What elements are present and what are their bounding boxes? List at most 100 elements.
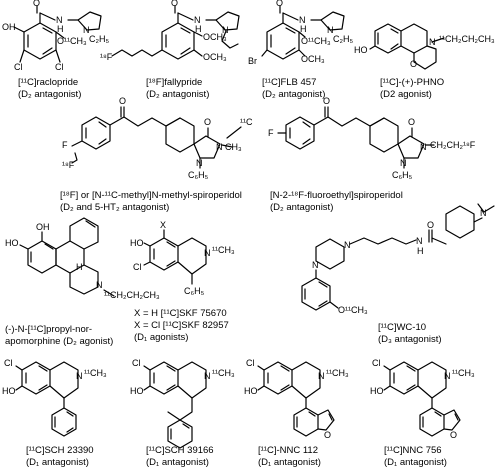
atom-label: N bbox=[196, 158, 203, 168]
atom-label: O bbox=[33, 0, 40, 8]
structure-wc-10 bbox=[301, 203, 495, 311]
atom-label: Cl bbox=[14, 62, 23, 72]
atom-label: ¹¹CH₃ bbox=[452, 368, 475, 378]
atom-label: ¹⁸F bbox=[62, 160, 75, 170]
atom-label: ¹¹C bbox=[240, 117, 253, 127]
compound-caption: X = Cl [¹¹C]SKF 82957 bbox=[134, 320, 229, 331]
compound-activity: apomorphine (D₂ agonist) bbox=[5, 336, 113, 347]
atom-label: C₂H₅ bbox=[333, 34, 353, 44]
atom-label: Cl bbox=[372, 358, 381, 368]
atom-label: H bbox=[417, 246, 424, 256]
compound-caption: [¹¹C]NNC 756 bbox=[384, 445, 442, 456]
atom-label: C₆H₅ bbox=[184, 286, 205, 296]
atom-label: OCH₃ bbox=[203, 52, 227, 62]
compound-fluoroethyl-spiroperidol: F O O N CH₂CH₂¹⁸F N C₆H₅ [N-2-¹⁸F-fluoro… bbox=[268, 96, 476, 213]
atom-label: N bbox=[444, 371, 451, 381]
structure-n-methyl-spiroperidol bbox=[71, 106, 242, 169]
structure-sch-23390 bbox=[15, 361, 79, 437]
compound-propylnorapomorphine: OH HO H N ¹¹CH₂CH₂CH₃ (-)-N-[¹¹C]propyl-… bbox=[5, 217, 160, 347]
structure-sch-39166 bbox=[143, 361, 207, 449]
atom-label: N bbox=[83, 25, 90, 35]
compound-caption: [¹⁸F]fallypride bbox=[146, 77, 202, 88]
structure-raclopride bbox=[13, 5, 102, 63]
atom-label: Cl bbox=[55, 62, 64, 72]
compound-sch-23390: Cl HO N ¹¹CH₃ [¹¹C]SCH 23390 (D₁ antagon… bbox=[2, 358, 107, 468]
compound-caption: [¹⁸F] or [N-¹¹C-methyl]N-methyl-spiroper… bbox=[60, 190, 242, 201]
atom-label: OCH₃ bbox=[301, 54, 325, 64]
atom-label: HO bbox=[370, 386, 384, 396]
atom-label: N bbox=[344, 240, 351, 250]
compound-nnc-756: Cl HO N ¹¹CH₃ O [¹¹C]NNC 756 (D₁ antagon… bbox=[370, 358, 475, 468]
atom-label: HO bbox=[2, 386, 16, 396]
atom-label: O¹¹CH₃ bbox=[57, 36, 87, 46]
atom-label: C₆H₅ bbox=[188, 170, 209, 180]
compound-activity: (D₁ agonists) bbox=[134, 332, 188, 343]
atom-label: O bbox=[119, 96, 126, 106]
atom-label: C₆H₅ bbox=[392, 170, 413, 180]
compound-activity: (D₁ antagonist) bbox=[258, 457, 321, 468]
atom-label: N bbox=[216, 142, 223, 152]
atom-label: ¹¹CH₃ bbox=[212, 368, 235, 378]
atom-label: N bbox=[204, 371, 211, 381]
atom-label: F bbox=[268, 128, 274, 138]
compound-activity: (D₂ antagonist) bbox=[270, 202, 333, 213]
compound-activity: (D₁ antagonist) bbox=[26, 457, 89, 468]
atom-label: H bbox=[57, 24, 64, 34]
compound-caption: [¹¹C]raclopride bbox=[18, 77, 78, 88]
atom-label: HO bbox=[244, 386, 258, 396]
atom-label: F bbox=[62, 140, 68, 150]
atom-label: ¹⁸F bbox=[100, 52, 113, 62]
compound-activity: (D₂ antagonist) bbox=[262, 89, 325, 100]
atom-label: H bbox=[76, 262, 83, 272]
compound-activity: (D₃ antagonist) bbox=[378, 334, 442, 345]
atom-label: N bbox=[429, 37, 436, 47]
atom-label: Cl bbox=[133, 262, 142, 272]
atom-label: H bbox=[300, 24, 307, 34]
compound-n-methyl-spiroperidol: F ¹⁸F O O ¹¹C N CH₃ N C₆H₅ [¹⁸F] or [N-¹… bbox=[60, 96, 253, 213]
atom-label: ¹¹CH₃ bbox=[84, 368, 107, 378]
compound-fallypride: O N H N OCH₃ OCH₃ ¹⁸F [¹⁸F]fallypride (D… bbox=[100, 0, 240, 100]
compound-activity: (D₁ antagonist) bbox=[146, 457, 209, 468]
atom-label: N bbox=[416, 236, 423, 246]
atom-label: N bbox=[312, 260, 319, 270]
compound-caption: [¹¹C]WC-10 bbox=[378, 322, 426, 333]
atom-label: Cl bbox=[132, 358, 141, 368]
atom-label: N bbox=[96, 280, 103, 290]
structure-fallypride bbox=[111, 5, 240, 60]
atom-label: ¹¹CH₃ bbox=[326, 368, 349, 378]
atom-label: HO bbox=[130, 386, 144, 396]
atom-label: N bbox=[76, 371, 83, 381]
compound-sch-39166: Cl HO N ¹¹CH₃ [¹¹C]SCH 39166 (D₁ antagon… bbox=[130, 358, 235, 468]
structure-fluoroethyl-spiroperidol bbox=[277, 106, 435, 169]
atom-label: CH₃ bbox=[225, 142, 242, 152]
compound-activity: (D2 agonist) bbox=[380, 89, 432, 100]
compound-caption: [¹¹C]SCH 23390 bbox=[26, 445, 94, 456]
compound-nnc-112: Cl HO N ¹¹CH₃ O [¹¹C]-NNC 112 (D₁ antago… bbox=[244, 358, 349, 468]
atom-label: N bbox=[327, 25, 334, 35]
structure-flb-457 bbox=[261, 5, 345, 60]
atom-label: O bbox=[171, 0, 178, 8]
atom-label: N bbox=[204, 248, 211, 258]
atom-label: N bbox=[222, 25, 229, 35]
atom-label: HO bbox=[130, 238, 144, 248]
atom-label: O bbox=[204, 117, 211, 127]
compound-activity: (D₂ and 5-HT₂ antagonist) bbox=[60, 202, 169, 213]
compound-flb-457: O N H N C₂H₅ O¹¹CH₃ OCH₃ Br [¹¹C]FLB 457… bbox=[248, 0, 353, 100]
compound-activity: (D₂ antagonist) bbox=[146, 89, 209, 100]
atom-label: Cl bbox=[246, 358, 255, 368]
atom-label: O¹¹CH₃ bbox=[338, 305, 368, 315]
atom-label: N bbox=[56, 15, 63, 25]
atom-label: HO bbox=[5, 238, 19, 248]
atom-label: N bbox=[400, 158, 407, 168]
compound-caption: [¹¹C]SCH 39166 bbox=[146, 445, 214, 456]
compound-caption: X = H [¹¹C]SKF 75670 bbox=[134, 308, 227, 319]
atom-label: N bbox=[420, 142, 427, 152]
atom-label: ¹¹CH₂CH₂CH₃ bbox=[104, 290, 160, 300]
compound-raclopride: O N H N C₂H₅ OH O¹¹CH₃ Cl Cl [¹¹C]raclop… bbox=[2, 0, 109, 100]
atom-label: O bbox=[323, 96, 330, 106]
atom-label: HO bbox=[354, 45, 368, 55]
atom-label: X bbox=[160, 220, 166, 230]
compound-skf-series: X HO Cl N ¹¹CH₃ C₆H₅ X = H [¹¹C]SKF 7567… bbox=[130, 220, 235, 343]
